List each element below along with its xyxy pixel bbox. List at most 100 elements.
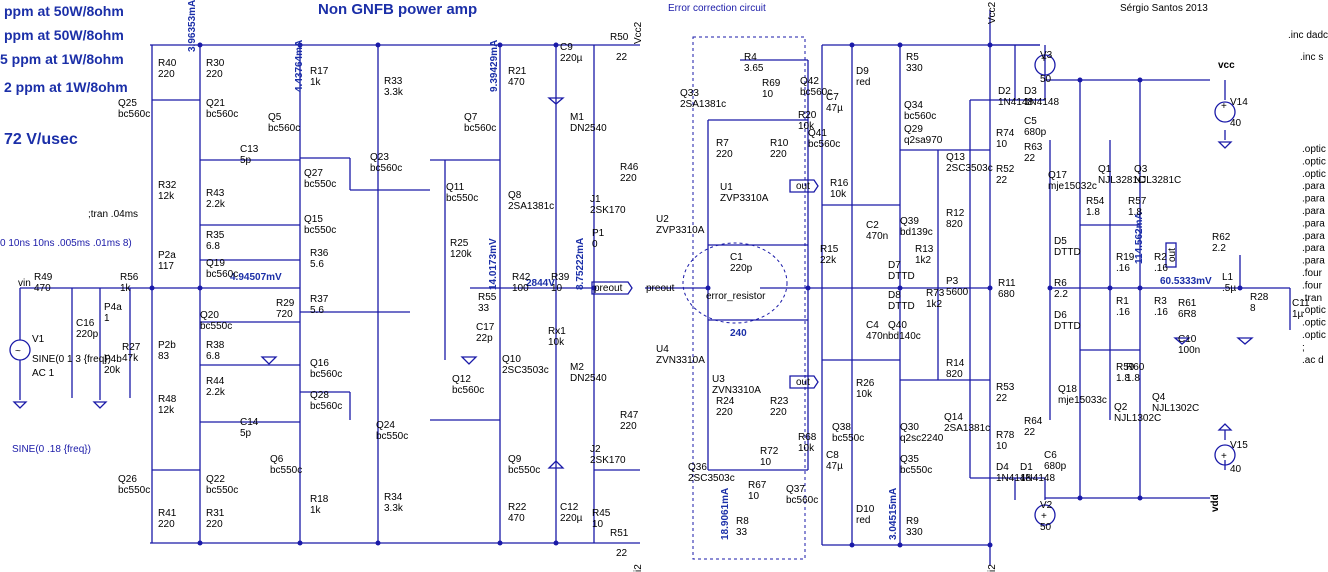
component-ref[interactable]: R7 — [716, 138, 729, 149]
component-ref[interactable]: R3 — [1154, 296, 1167, 307]
component-ref[interactable]: U1 — [720, 182, 733, 193]
component-ref[interactable]: Q22 — [206, 474, 225, 485]
component-ref[interactable]: C5 — [1024, 116, 1037, 127]
component-ref[interactable]: Q41 — [808, 128, 827, 139]
component-ref[interactable]: R53 — [996, 382, 1015, 393]
component-ref[interactable]: Q34 — [904, 100, 923, 111]
component-ref[interactable]: Q12 — [452, 374, 471, 385]
component-ref[interactable]: Rx1 — [548, 326, 566, 337]
component-ref[interactable]: Q23 — [370, 152, 389, 163]
component-ref[interactable]: R21 — [508, 66, 527, 77]
component-ref[interactable]: Q1 — [1098, 164, 1112, 175]
component-ref[interactable]: M1 — [570, 112, 584, 123]
component-ref[interactable]: R11 — [998, 278, 1016, 289]
component-ref[interactable]: R30 — [206, 58, 225, 69]
component-ref[interactable]: R32 — [158, 180, 177, 191]
component-ref[interactable]: R26 — [856, 378, 875, 389]
component-ref[interactable]: C4 — [866, 320, 879, 331]
component-ref[interactable]: R2 — [1154, 252, 1167, 263]
component-ref[interactable]: Q19 — [206, 258, 225, 269]
component-ref[interactable]: D2 — [998, 86, 1011, 97]
component-ref[interactable]: R31 — [206, 508, 225, 519]
component-ref[interactable]: R43 — [206, 188, 225, 199]
component-ref[interactable]: Q2 — [1114, 402, 1128, 413]
component-ref[interactable]: R14 — [946, 358, 965, 369]
component-ref[interactable]: R25 — [450, 238, 469, 249]
component-ref[interactable]: Q7 — [464, 112, 478, 123]
component-ref[interactable]: Q6 — [270, 454, 284, 465]
component-ref[interactable]: P2a — [158, 250, 176, 261]
component-ref[interactable]: R63 — [1024, 142, 1043, 153]
voltage-source-v14[interactable]: + — [1214, 101, 1236, 123]
component-ref[interactable]: R62 — [1212, 232, 1231, 243]
component-ref[interactable]: R35 — [206, 230, 225, 241]
component-ref[interactable]: Q13 — [946, 152, 965, 163]
component-ref[interactable]: C9 — [560, 42, 573, 53]
component-ref[interactable]: Q4 — [1152, 392, 1166, 403]
component-ref[interactable]: C12 — [560, 502, 579, 513]
component-ref[interactable]: Q33 — [680, 88, 699, 99]
component-ref[interactable]: C11 — [1292, 298, 1310, 309]
out-flag-u3[interactable]: out — [789, 375, 819, 389]
component-ref[interactable]: P1 — [592, 228, 605, 239]
component-ref[interactable]: Q28 — [310, 390, 329, 401]
component-ref[interactable]: D9 — [856, 66, 869, 77]
component-ref[interactable]: R15 — [820, 244, 839, 255]
component-ref[interactable]: R10 — [770, 138, 789, 149]
voltage-source-v15[interactable]: + — [1214, 444, 1236, 466]
component-ref[interactable]: R27 — [122, 342, 141, 353]
component-ref[interactable]: R13 — [915, 244, 934, 255]
component-ref[interactable]: R67 — [748, 480, 767, 491]
component-ref[interactable]: R60 — [1126, 362, 1145, 373]
component-ref[interactable]: R8 — [736, 516, 749, 527]
component-ref[interactable]: P4b — [104, 354, 122, 365]
component-ref[interactable]: R20 — [798, 110, 817, 121]
component-ref[interactable]: R69 — [762, 78, 781, 89]
component-ref[interactable]: J1 — [590, 194, 601, 205]
component-ref[interactable]: R16 — [830, 178, 849, 189]
component-ref[interactable]: Q11 — [446, 182, 465, 193]
out-flag-u1[interactable]: out — [789, 179, 819, 193]
component-ref[interactable]: R46 — [620, 162, 639, 173]
component-ref[interactable]: Q36 — [688, 462, 707, 473]
component-ref[interactable]: D1 — [1020, 462, 1033, 473]
component-ref[interactable]: Q3 — [1134, 164, 1148, 175]
component-ref[interactable]: R54 — [1086, 196, 1105, 207]
component-ref[interactable]: R24 — [716, 396, 735, 407]
component-ref[interactable]: C6 — [1044, 450, 1057, 461]
component-ref[interactable]: R64 — [1024, 416, 1043, 427]
component-ref[interactable]: R55 — [478, 292, 497, 303]
voltage-source-v2[interactable]: + — [1034, 504, 1056, 526]
component-ref[interactable]: Q26 — [118, 474, 137, 485]
component-ref[interactable]: R36 — [310, 248, 329, 259]
component-ref[interactable]: C8 — [826, 450, 839, 461]
component-ref[interactable]: D10 — [856, 504, 875, 515]
component-ref[interactable]: R68 — [798, 432, 817, 443]
component-ref[interactable]: R33 — [384, 76, 403, 87]
preout-flag-right[interactable]: preout — [646, 283, 675, 294]
component-ref[interactable]: R74 — [996, 128, 1015, 139]
component-ref[interactable]: P4a — [104, 302, 122, 313]
component-ref[interactable]: R48 — [158, 394, 177, 405]
component-ref[interactable]: R72 — [760, 446, 779, 457]
component-ref[interactable]: U4 — [656, 344, 669, 355]
component-ref[interactable]: R5 — [906, 52, 919, 63]
voltage-source-v3[interactable]: + — [1034, 54, 1056, 76]
component-ref[interactable]: R23 — [770, 396, 789, 407]
component-ref[interactable]: R59 — [1116, 362, 1135, 373]
out-flag-output[interactable]: out — [1165, 242, 1178, 268]
component-ref[interactable]: Q8 — [508, 190, 522, 201]
component-ref[interactable]: Q30 — [900, 422, 919, 433]
component-ref[interactable]: Q38 — [832, 422, 851, 433]
component-ref[interactable]: Q14 — [944, 412, 963, 423]
component-ref[interactable]: R45 — [592, 508, 611, 519]
component-ref[interactable]: Q10 — [502, 354, 521, 365]
component-ref[interactable]: Q42 — [800, 76, 819, 87]
component-ref[interactable]: R56 — [120, 272, 139, 283]
component-ref[interactable]: C14 — [240, 417, 259, 428]
component-ref[interactable]: Q20 — [200, 310, 219, 321]
component-ref[interactable]: Q15 — [304, 214, 323, 225]
component-ref[interactable]: Q9 — [508, 454, 522, 465]
component-ref[interactable]: Q5 — [268, 112, 282, 123]
component-ref[interactable]: R73 — [926, 288, 945, 299]
